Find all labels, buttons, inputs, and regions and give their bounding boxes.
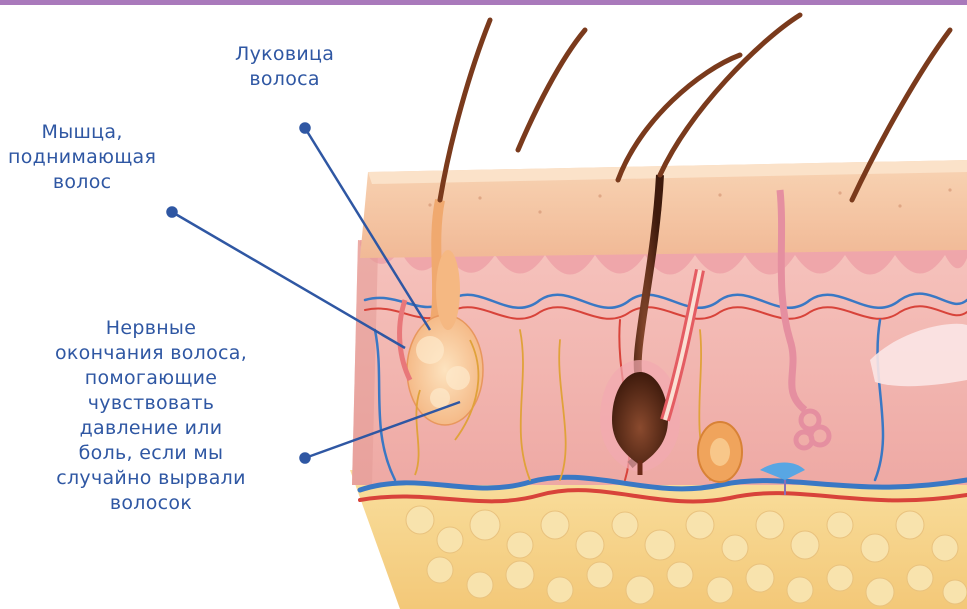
label-hair-bulb: Луковица волоса <box>235 42 334 92</box>
label-line: волоса <box>235 67 334 92</box>
label-line: поднимающая <box>8 145 156 170</box>
label-line: Мышца, <box>8 120 156 145</box>
label-line: боль, если мы <box>6 441 296 466</box>
label-line: волосок <box>6 491 296 516</box>
label-line: Луковица <box>235 42 334 67</box>
label-line: волос <box>8 170 156 195</box>
label-arrector-muscle: Мышца, поднимающая волос <box>8 120 156 195</box>
label-nerve-endings: Нервные окончания волоса, помогающие чув… <box>6 316 296 516</box>
label-line: помогающие <box>6 366 296 391</box>
fat-layer <box>350 470 967 609</box>
label-line: окончания волоса, <box>6 341 296 366</box>
label-line: давление или <box>6 416 296 441</box>
label-line: Нервные <box>6 316 296 341</box>
epidermis-layer <box>360 160 967 258</box>
label-line: чувствовать <box>6 391 296 416</box>
label-line: случайно вырвали <box>6 466 296 491</box>
